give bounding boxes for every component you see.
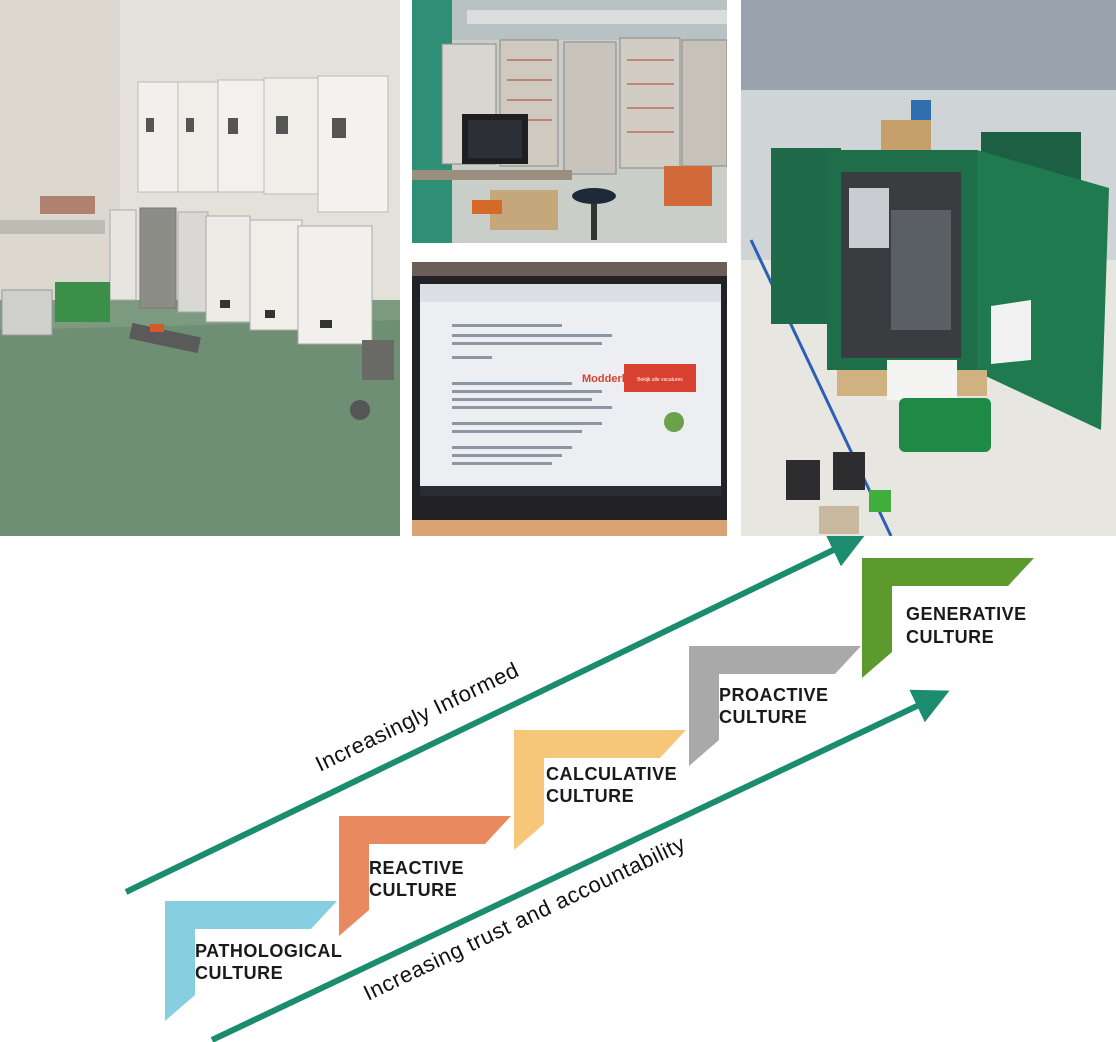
- chevron-pathological: [165, 901, 337, 1021]
- chevron-generative: [862, 558, 1034, 678]
- upper-trend-arrow: [124, 536, 866, 895]
- chevron-proactive: [689, 646, 861, 766]
- stage-reactive-line1: REACTIVE: [369, 858, 464, 878]
- stage-proactive-line1: PROACTIVE: [719, 685, 829, 705]
- electrical-cabinets-photo: [0, 0, 400, 536]
- green-outdoor-cabinet-photo: [741, 0, 1116, 536]
- control-panels-workshop-photo: [412, 0, 727, 243]
- stage-proactive-line2: CULTURE: [719, 707, 807, 727]
- chevron-reactive: [339, 816, 511, 936]
- culture-maturity-diagram: PATHOLOGICAL CULTURE REACTIVE CULTURE CA…: [0, 536, 1116, 1042]
- stage-pathological-line1: PATHOLOGICAL: [195, 941, 342, 961]
- lower-trend-arrow: [210, 689, 950, 1042]
- stage-reactive-line2: CULTURE: [369, 880, 457, 900]
- stage-generative-line2: CULTURE: [906, 627, 994, 647]
- stage-pathological-line2: CULTURE: [195, 963, 283, 983]
- laptop-screen-photo: Modderkolk Bekijk alle vacatures: [412, 262, 727, 536]
- stage-generative-line1: GENERATIVE: [906, 604, 1027, 624]
- lower-arrow-label: Increasing trust and accountability: [359, 831, 689, 1006]
- stage-calculative-line2: CULTURE: [546, 786, 634, 806]
- stage-calculative-line1: CALCULATIVE: [546, 764, 677, 784]
- screen-button: Bekijk alle vacatures: [637, 377, 683, 383]
- chevron-calculative: [514, 730, 686, 850]
